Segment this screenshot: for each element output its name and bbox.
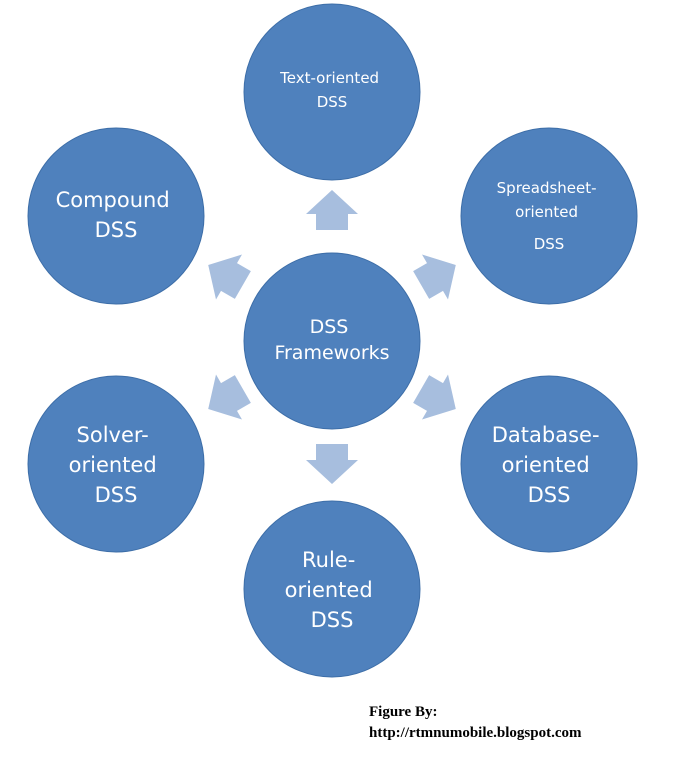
node-circle-compound xyxy=(27,127,205,305)
node-label-line: Text-oriented xyxy=(279,69,379,87)
arrow-down xyxy=(306,444,358,484)
arrow-lower-right xyxy=(413,374,456,420)
arrows-group xyxy=(208,190,456,484)
node-circle-database xyxy=(460,375,638,553)
node-label-spreadsheet: Spreadsheet- oriented DSS xyxy=(497,179,602,253)
node-label-line: Solver- xyxy=(77,423,149,447)
circles-group xyxy=(27,3,638,678)
center-label-line: Frameworks xyxy=(274,342,389,364)
center-label: DSS Frameworks xyxy=(274,316,389,364)
figure-credit: Figure By: http://rtmnumobile.blogspot.c… xyxy=(369,702,582,744)
labels-group: DSS Frameworks Text-oriented DSS Spreads… xyxy=(56,69,606,632)
arrow-upper-left xyxy=(208,254,251,300)
node-label-solver: Solver- oriented DSS xyxy=(69,423,164,507)
node-label-text: Text-oriented DSS xyxy=(279,69,384,111)
node-label-line: DSS xyxy=(317,93,348,111)
node-label-line: Database- xyxy=(492,423,600,447)
arrow-up xyxy=(306,190,358,230)
node-circle-spreadsheet xyxy=(460,127,638,305)
node-label-line: oriented xyxy=(515,203,578,221)
node-label-line: Compound xyxy=(56,188,170,212)
node-label-line: DSS xyxy=(528,483,571,507)
node-label-line: DSS xyxy=(95,218,138,242)
node-label-line: Rule- xyxy=(302,548,355,572)
node-label-line: oriented xyxy=(285,578,373,602)
credit-heading: Figure By: xyxy=(369,704,438,720)
credit-url: http://rtmnumobile.blogspot.com xyxy=(369,725,582,741)
center-label-line: DSS xyxy=(310,316,349,338)
node-circle-text xyxy=(243,3,421,181)
node-label-line: oriented xyxy=(502,453,590,477)
node-label-database: Database- oriented DSS xyxy=(492,423,606,507)
node-circle-rule xyxy=(243,500,421,678)
arrow-upper-right xyxy=(413,254,456,300)
node-label-line: DSS xyxy=(311,608,354,632)
node-label-compound: Compound DSS xyxy=(56,188,177,242)
arrow-lower-left xyxy=(208,374,251,420)
node-label-line: DSS xyxy=(95,483,138,507)
node-circle-solver xyxy=(27,375,205,553)
center-circle xyxy=(243,252,421,430)
node-label-line: DSS xyxy=(534,235,565,253)
node-label-rule: Rule- oriented DSS xyxy=(285,548,380,632)
node-label-line: oriented xyxy=(69,453,157,477)
node-label-line: Spreadsheet- xyxy=(497,179,597,197)
